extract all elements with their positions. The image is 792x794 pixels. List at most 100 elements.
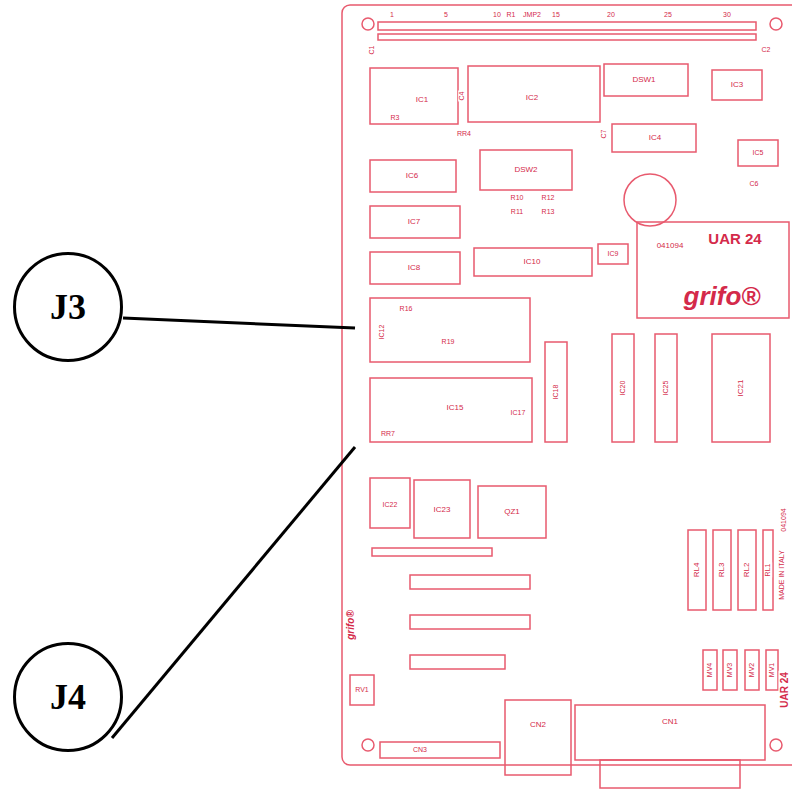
part-label: C2 — [761, 46, 772, 54]
part-label: C6 — [749, 180, 760, 188]
part-label: R11 — [510, 208, 524, 216]
leader-line — [112, 447, 355, 738]
part-label: 041094 — [656, 242, 685, 251]
part-label: grifo® — [683, 282, 762, 311]
part-label: RR4 — [456, 130, 472, 138]
part-label: R16 — [399, 305, 414, 313]
part-label: MV3 — [726, 662, 734, 678]
resistor-array — [410, 575, 530, 589]
part-label: 30 — [722, 11, 732, 19]
part-label: JMP2 — [522, 11, 542, 19]
part-label: IC12 — [378, 324, 386, 341]
varistor — [766, 650, 778, 690]
part-label: IC25 — [662, 380, 670, 397]
part-label: 20 — [606, 11, 616, 19]
connector — [505, 700, 571, 775]
ic-outline — [468, 66, 600, 122]
varistor — [703, 650, 717, 690]
relay — [688, 530, 706, 610]
module-outline — [637, 222, 789, 318]
part-label: IC23 — [433, 506, 452, 515]
part-label: IC9 — [607, 250, 620, 258]
relay — [763, 530, 773, 610]
strip — [372, 548, 492, 556]
ic-outline — [370, 68, 458, 124]
part-label: C4 — [458, 91, 466, 102]
varistor — [723, 650, 737, 690]
part-label: UAR 24 — [779, 671, 790, 709]
part-label: IC6 — [405, 172, 419, 181]
part-label: DSW2 — [513, 166, 538, 175]
ic-outline — [370, 206, 460, 238]
ic-outline — [612, 334, 634, 442]
part-label: RL1 — [764, 563, 772, 578]
connector — [380, 742, 500, 758]
part-label: IC18 — [552, 384, 560, 401]
part-label: MV1 — [768, 662, 776, 678]
part-label: 15 — [551, 11, 561, 19]
varistor — [745, 650, 759, 690]
part-label: R10 — [510, 194, 525, 202]
callout-circle: J3 — [13, 252, 123, 362]
ic-outline — [612, 124, 696, 152]
part-label: C7 — [600, 129, 608, 140]
part-label: MADE IN ITALY — [778, 549, 786, 601]
part-label: C1 — [368, 45, 376, 56]
part-label: IC21 — [737, 379, 746, 398]
part-label: R13 — [541, 208, 556, 216]
part-label: CN1 — [661, 718, 679, 727]
ic-outline — [712, 70, 762, 100]
connector — [575, 705, 765, 760]
part-label: grifo® — [345, 609, 356, 641]
header-strip — [378, 34, 756, 40]
part-label: RR7 — [380, 430, 396, 438]
connector — [600, 760, 740, 788]
part-label: 5 — [443, 11, 449, 19]
ic-outline — [545, 342, 567, 442]
part-label: RL3 — [718, 562, 727, 579]
part-label: 041094 — [780, 507, 788, 532]
part-label: IC8 — [407, 264, 421, 273]
leader-line — [123, 318, 355, 328]
part-label: IC15 — [446, 404, 465, 413]
part-label: CN2 — [529, 721, 547, 730]
part-label: R19 — [441, 338, 456, 346]
part-label: RL4 — [693, 562, 702, 579]
part-label: IC20 — [619, 380, 627, 397]
part-label: R1 — [506, 11, 517, 19]
ic-outline — [414, 480, 470, 538]
part-label: MV2 — [748, 662, 756, 678]
part-label: IC4 — [648, 134, 662, 143]
part-label: IC10 — [523, 258, 542, 267]
part-label: IC7 — [407, 218, 421, 227]
part-label: IC2 — [525, 94, 539, 103]
part-label: 1 — [389, 11, 395, 19]
trimmer — [350, 675, 374, 705]
mounting-hole — [362, 18, 374, 30]
resistor-array — [410, 655, 505, 669]
callout-label: J3 — [50, 286, 86, 328]
crystal — [478, 486, 546, 538]
header-strip — [378, 22, 756, 30]
part-label: R3 — [390, 114, 401, 122]
mounting-hole — [770, 18, 782, 30]
ic-outline — [370, 378, 532, 442]
capacitor — [624, 174, 676, 226]
part-label: CN3 — [412, 746, 428, 754]
ic-outline — [598, 244, 628, 264]
callout-label: J4 — [50, 676, 86, 718]
part-label: DSW1 — [631, 76, 656, 85]
part-label: QZ1 — [503, 508, 521, 517]
callout-circle: J4 — [13, 642, 123, 752]
ic-outline — [370, 160, 456, 192]
ic-outline — [370, 252, 460, 284]
resistor-array — [410, 615, 530, 629]
relay — [713, 530, 731, 610]
dip-switch — [480, 150, 572, 190]
dip-switch — [604, 64, 688, 96]
mounting-hole — [362, 739, 374, 751]
part-label: R12 — [541, 194, 556, 202]
part-label: MV4 — [706, 662, 714, 678]
part-label: 25 — [663, 11, 673, 19]
